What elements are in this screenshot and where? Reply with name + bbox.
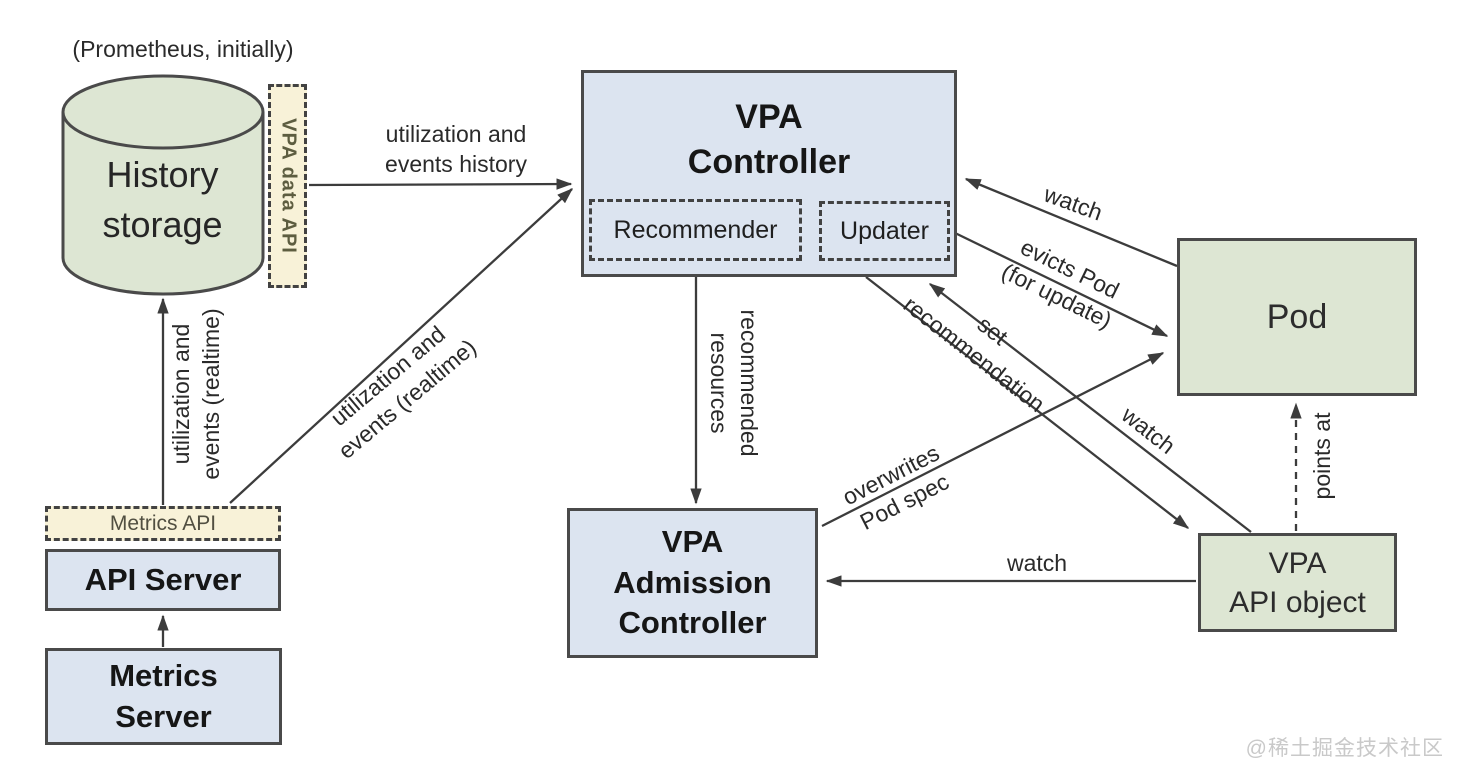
vpa-data-api-box xyxy=(268,84,307,288)
watermark: @稀土掘金技术社区 xyxy=(1245,737,1444,760)
metrics-api-box: Metrics API xyxy=(45,506,281,541)
updater-box: Updater xyxy=(819,201,950,261)
label-watch-top: watch xyxy=(1040,180,1107,226)
pod-label: Pod xyxy=(1266,297,1328,336)
metrics-server-box: Metrics Server xyxy=(45,648,282,745)
label-watch-middle: watch xyxy=(1116,401,1181,459)
vpa-controller-box: VPA Controller xyxy=(581,70,957,277)
vpa-api-object-box: VPA API object xyxy=(1198,533,1397,632)
vpa-data-api-label: VPA data API xyxy=(277,118,300,254)
api-server-box: API Server xyxy=(45,549,281,611)
vpa-api-object-label: VPA API object xyxy=(1229,546,1366,619)
label-overwrites-pod-spec: overwrites Pod spec xyxy=(838,439,953,535)
vpa-admission-controller-box: VPA Admission Controller xyxy=(567,508,818,658)
label-points-at: points at xyxy=(1309,412,1336,500)
recommender-box: Recommender xyxy=(589,199,802,261)
api-server-label: API Server xyxy=(84,561,242,597)
edge-history-to-controller xyxy=(308,178,573,190)
metrics-server-label: Metrics Server xyxy=(109,657,218,734)
label-recommended-resources: recommended resources xyxy=(706,309,762,457)
label-evicts-pod: evicts Pod (for update) xyxy=(997,233,1124,334)
pod-box: Pod xyxy=(1177,238,1417,396)
label-watch-bottom: watch xyxy=(1006,550,1068,577)
recommender-label: Recommender xyxy=(613,215,778,244)
label-utilization-events-realtime-diagonal: utilization and events (realtime) xyxy=(325,320,481,464)
prometheus-note: (Prometheus, initially) xyxy=(72,36,294,62)
updater-label: Updater xyxy=(840,216,929,245)
label-utilization-events-history: utilization and events history xyxy=(385,121,527,177)
vpa-admission-controller-label: VPA Admission Controller xyxy=(613,523,772,641)
vpa-controller-label: VPA Controller xyxy=(687,98,851,181)
history-storage-label: History storage xyxy=(102,154,223,246)
label-utilization-events-realtime-vertical: utilization and events (realtime) xyxy=(168,308,224,480)
metrics-api-label: Metrics API xyxy=(109,511,217,535)
